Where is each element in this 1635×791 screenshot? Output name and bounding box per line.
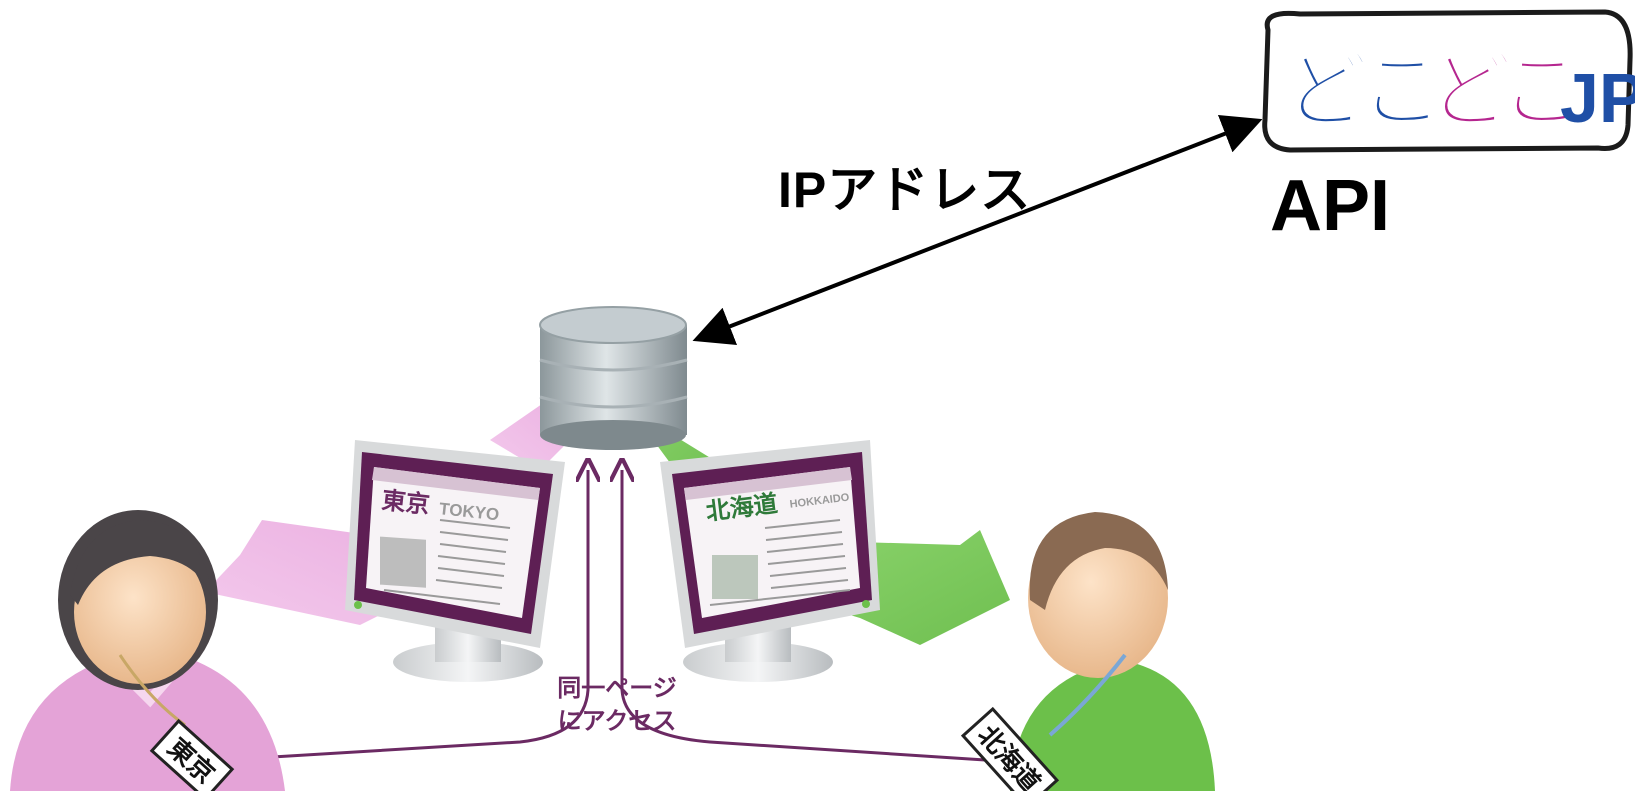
svg-text:ど: ど [1284, 42, 1368, 140]
dokodoko-jp-logo: ど こ ど こ JP [1262, 9, 1635, 153]
monitor-hokkaido [660, 440, 880, 682]
left-user-access-line [221, 470, 588, 762]
same-page-line1: 同一ページ [557, 674, 677, 702]
database-server-icon [539, 306, 688, 450]
svg-text:こ: こ [1500, 42, 1584, 140]
api-label: API [1270, 166, 1391, 246]
screen-title-tokyo-jp: 東京 [380, 486, 431, 519]
user-tokyo-avatar [10, 510, 285, 791]
svg-text:JP: JP [1560, 59, 1635, 137]
ip-address-label: IPアドレス [778, 162, 1032, 218]
same-page-line2: にアクセス [557, 707, 677, 735]
svg-text:ど: ど [1428, 42, 1512, 140]
right-user-access-line [622, 470, 986, 762]
same-page-access-label: 同一ページ にアクセス [532, 672, 702, 738]
svg-text:こ: こ [1360, 42, 1444, 140]
monitor-tokyo [345, 440, 565, 682]
user-hokkaido-avatar [1010, 512, 1215, 791]
ip-address-arrow [692, 114, 1263, 346]
